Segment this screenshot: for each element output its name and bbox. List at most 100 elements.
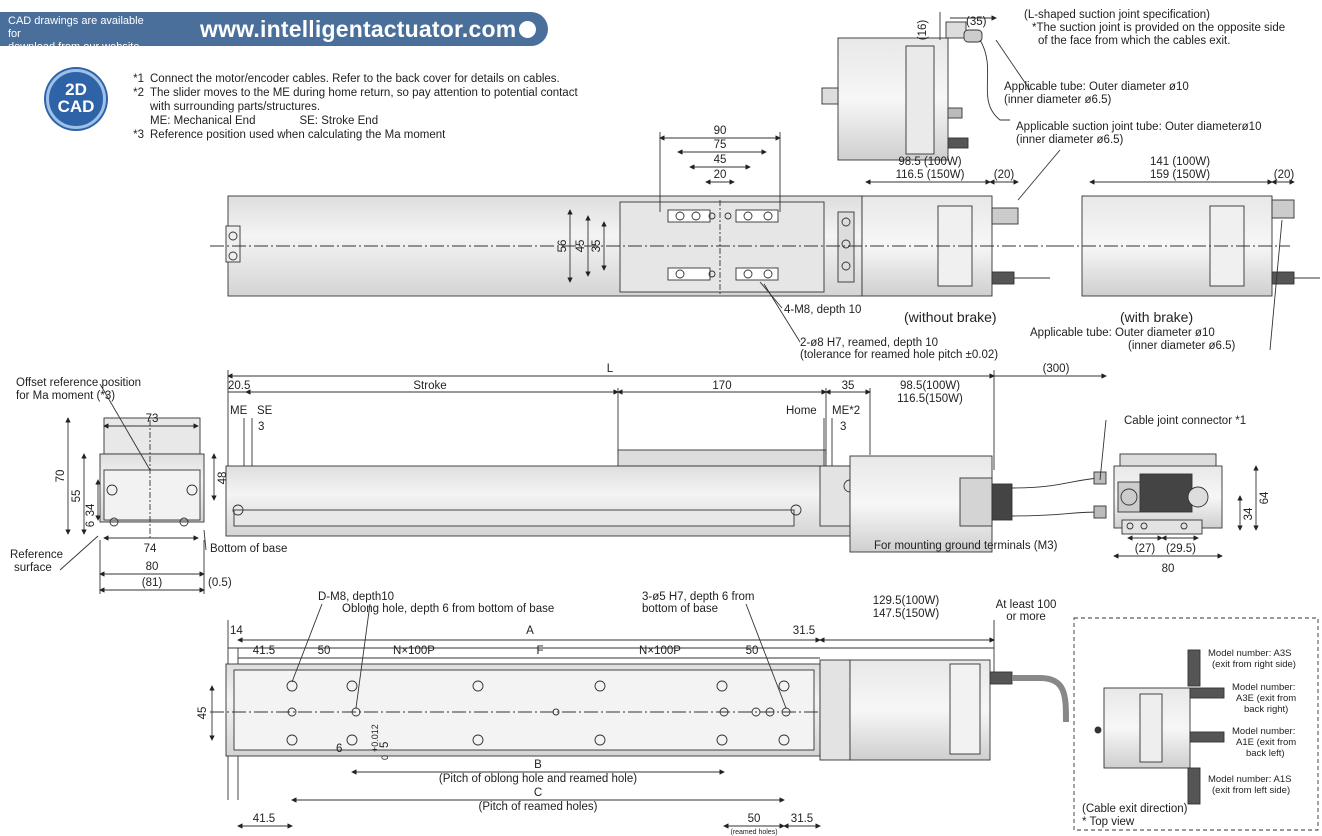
dim-75: 75 [714,139,727,151]
dim-B: B [534,759,542,771]
dim-F: F [536,645,543,657]
dim-C: C [534,787,542,799]
dim-n100p-left: N×100P [393,645,435,657]
dim-n100p-right: N×100P [639,645,681,657]
dim-170: 170 [712,380,731,392]
model-a3e-desc: A3E (exit from [1236,693,1296,704]
dim-50-bottom: 50 [748,813,761,825]
model-a1e-desc2: back left) [1246,748,1285,759]
se-label: SE [257,405,273,417]
reamed-holes-small: (reamed holes) [730,829,777,836]
reference-surface-label2: surface [14,562,52,574]
dim-31-5-bottom: 31.5 [791,813,813,825]
suction-tube-label: Applicable tube: Outer diameter ø10 [1004,81,1189,93]
model-a3e: Model number: [1232,682,1295,693]
dim-stroke: Stroke [413,380,446,392]
badge-line1: 2D [65,80,87,99]
dim-34-rear: 34 [1243,507,1255,520]
h7-holes-label: 3-ø5 H7, depth 6 from [642,591,755,603]
dim-20: 20 [714,169,727,181]
dim-48: 48 [217,472,229,485]
bullet-icon [519,21,536,38]
brake-tube-label: Applicable tube: Outer diameter ø10 [1030,327,1215,339]
dim-motor-150w: 116.5 (150W) [896,169,965,181]
dim-L: L [607,363,614,375]
badge-line2: CAD [57,97,95,116]
dim-side-100w: 98.5(100W) [900,380,960,392]
tolerance-plus: +0.012 [370,724,380,752]
dim-motor-100w: 98.5 (100W) [898,156,961,168]
banner-line2: download from our website. Visit [8,41,143,66]
dim-side-150w: 116.5(150W) [897,393,963,405]
top-view-with-brake [1060,179,1320,351]
model-a3e-desc2: back right) [1244,704,1288,715]
dim-34: 34 [85,503,97,516]
dim-73: 73 [146,413,159,425]
dim-20-brake: (20) [1274,169,1295,181]
dim-0-5: (0.5) [208,577,232,589]
dim-35-side: 35 [842,380,855,392]
dim-70: 70 [55,470,67,483]
with-brake-label: (with brake) [1120,309,1193,325]
dim-45: 45 [714,154,727,166]
dim-90: 90 [714,125,727,137]
model-a1e-desc: A1E (exit from [1236,737,1296,748]
suction-joint-tube-inner: (inner diameter ø6.5) [1016,134,1124,146]
dim-74: 74 [144,543,157,555]
website-banner: CAD drawings are available for download … [0,12,548,66]
d-m8-label: D-M8, depth10 [318,591,394,603]
dim-55: 55 [71,490,83,503]
dim-bottom-100w: 129.5(100W) [873,595,940,607]
dim-45-vertical: 45 [575,240,587,253]
suction-note2: of the face from which the cables exit. [1038,35,1230,47]
model-a3s: Model number: A3S [1208,648,1291,659]
top-view-note: * Top view [1082,816,1135,828]
dim-6-bottom: 6 [336,743,342,755]
dim-81: (81) [142,577,163,589]
banner-line1: CAD drawings are available for [8,15,144,40]
bottom-view [209,603,1069,829]
dim-35: (35) [966,16,987,28]
pitch-b-label: (Pitch of oblong hole and reamed hole) [439,773,637,785]
website-link[interactable]: www.intelligentactuator.com [200,16,517,42]
dim-80-rear: 80 [1162,563,1175,575]
reference-surface-label: Reference [10,549,63,561]
suction-title: (L-shaped suction joint specification) [1024,9,1210,21]
dim-27: (27) [1135,543,1156,555]
banner-text: CAD drawings are available for download … [8,15,148,67]
dim-50-top-left: 50 [318,645,331,657]
dim-41-5-top: 41.5 [253,645,275,657]
reamed-tolerance-label: (tolerance for reamed hole pitch ±0.02) [800,349,998,361]
dim-14: 14 [230,625,243,637]
dim-16: (16) [917,20,929,41]
model-a1s-desc: (exit from left side) [1212,785,1290,796]
cable-exit-title: (Cable exit direction) [1082,803,1188,815]
cable-joint-label: Cable joint connector *1 [1124,415,1246,427]
dim-50-top-right: 50 [746,645,759,657]
dim-56: 56 [557,240,569,253]
suction-tube-inner: (inner diameter ø6.5) [1004,94,1112,106]
dim-35-vertical: 35 [591,240,603,253]
dim-20-joint: (20) [994,169,1015,181]
model-a1s: Model number: A1S [1208,774,1291,785]
dim-80: 80 [146,561,159,573]
dim-3-right: 3 [840,421,846,433]
suction-note1: *The suction joint is provided on the op… [1032,22,1285,34]
offset-reference-label2: for Ma moment (*3) [16,390,115,402]
pitch-c-label: (Pitch of reamed holes) [479,801,598,813]
dim-29-5: (29.5) [1166,543,1196,555]
dim-64: 64 [1259,491,1271,504]
cable-exit-box [1073,617,1319,831]
dim-41-5-bottom: 41.5 [253,813,275,825]
dim-6: 6 [85,521,97,527]
hole-m8-label: 4-M8, depth 10 [784,304,861,316]
brake-tube-inner: (inner diameter ø6.5) [1128,340,1236,352]
dim-31-5-top: 31.5 [793,625,815,637]
dim-45-bottom: 45 [197,707,209,720]
reamed-hole-label: 2-ø8 H7, reamed, depth 10 [800,337,938,349]
cad-badge-icon[interactable]: 2D CAD [46,69,106,129]
